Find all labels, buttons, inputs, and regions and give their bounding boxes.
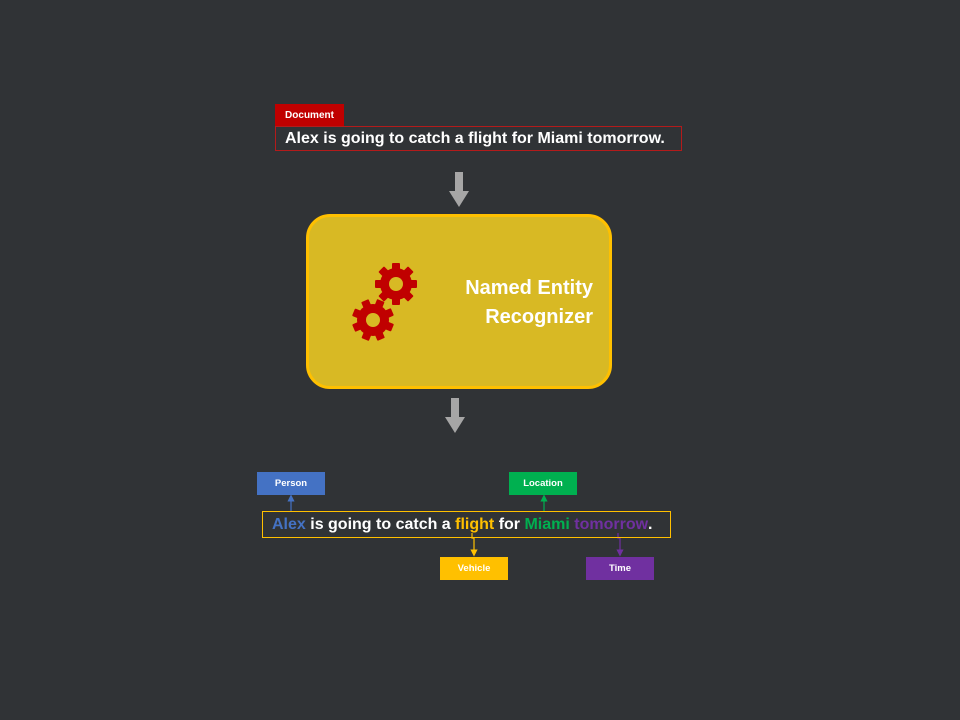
named-entity-recognizer-box bbox=[306, 214, 612, 389]
gears-icon bbox=[352, 263, 417, 341]
output-sentence: Alex is going to catch a flight for Miam… bbox=[262, 511, 671, 538]
entity-token-time: tomorrow bbox=[574, 515, 649, 533]
plain-token: for bbox=[494, 515, 525, 533]
entity-token-vehicle: flight bbox=[455, 515, 495, 533]
plain-token: is going to catch a bbox=[305, 515, 456, 533]
entity-token-person: Alex bbox=[272, 515, 306, 533]
document-tag: Document bbox=[275, 104, 344, 126]
recognizer-title-line2: Recognizer bbox=[485, 306, 593, 328]
entity-token-location: Miami bbox=[524, 515, 570, 533]
recognizer-title-line1: Named Entity bbox=[465, 277, 593, 299]
down-arrow-icon bbox=[449, 172, 469, 207]
time-tag: Time bbox=[586, 557, 654, 580]
plain-token: . bbox=[648, 515, 653, 533]
person-tag: Person bbox=[257, 472, 325, 495]
recognizer-title: Named Entity Recognizer bbox=[440, 274, 593, 332]
down-arrow-icon bbox=[445, 398, 465, 433]
vehicle-tag: Vehicle bbox=[440, 557, 508, 580]
location-tag: Location bbox=[509, 472, 577, 495]
input-sentence: Alex is going to catch a flight for Miam… bbox=[275, 126, 682, 151]
